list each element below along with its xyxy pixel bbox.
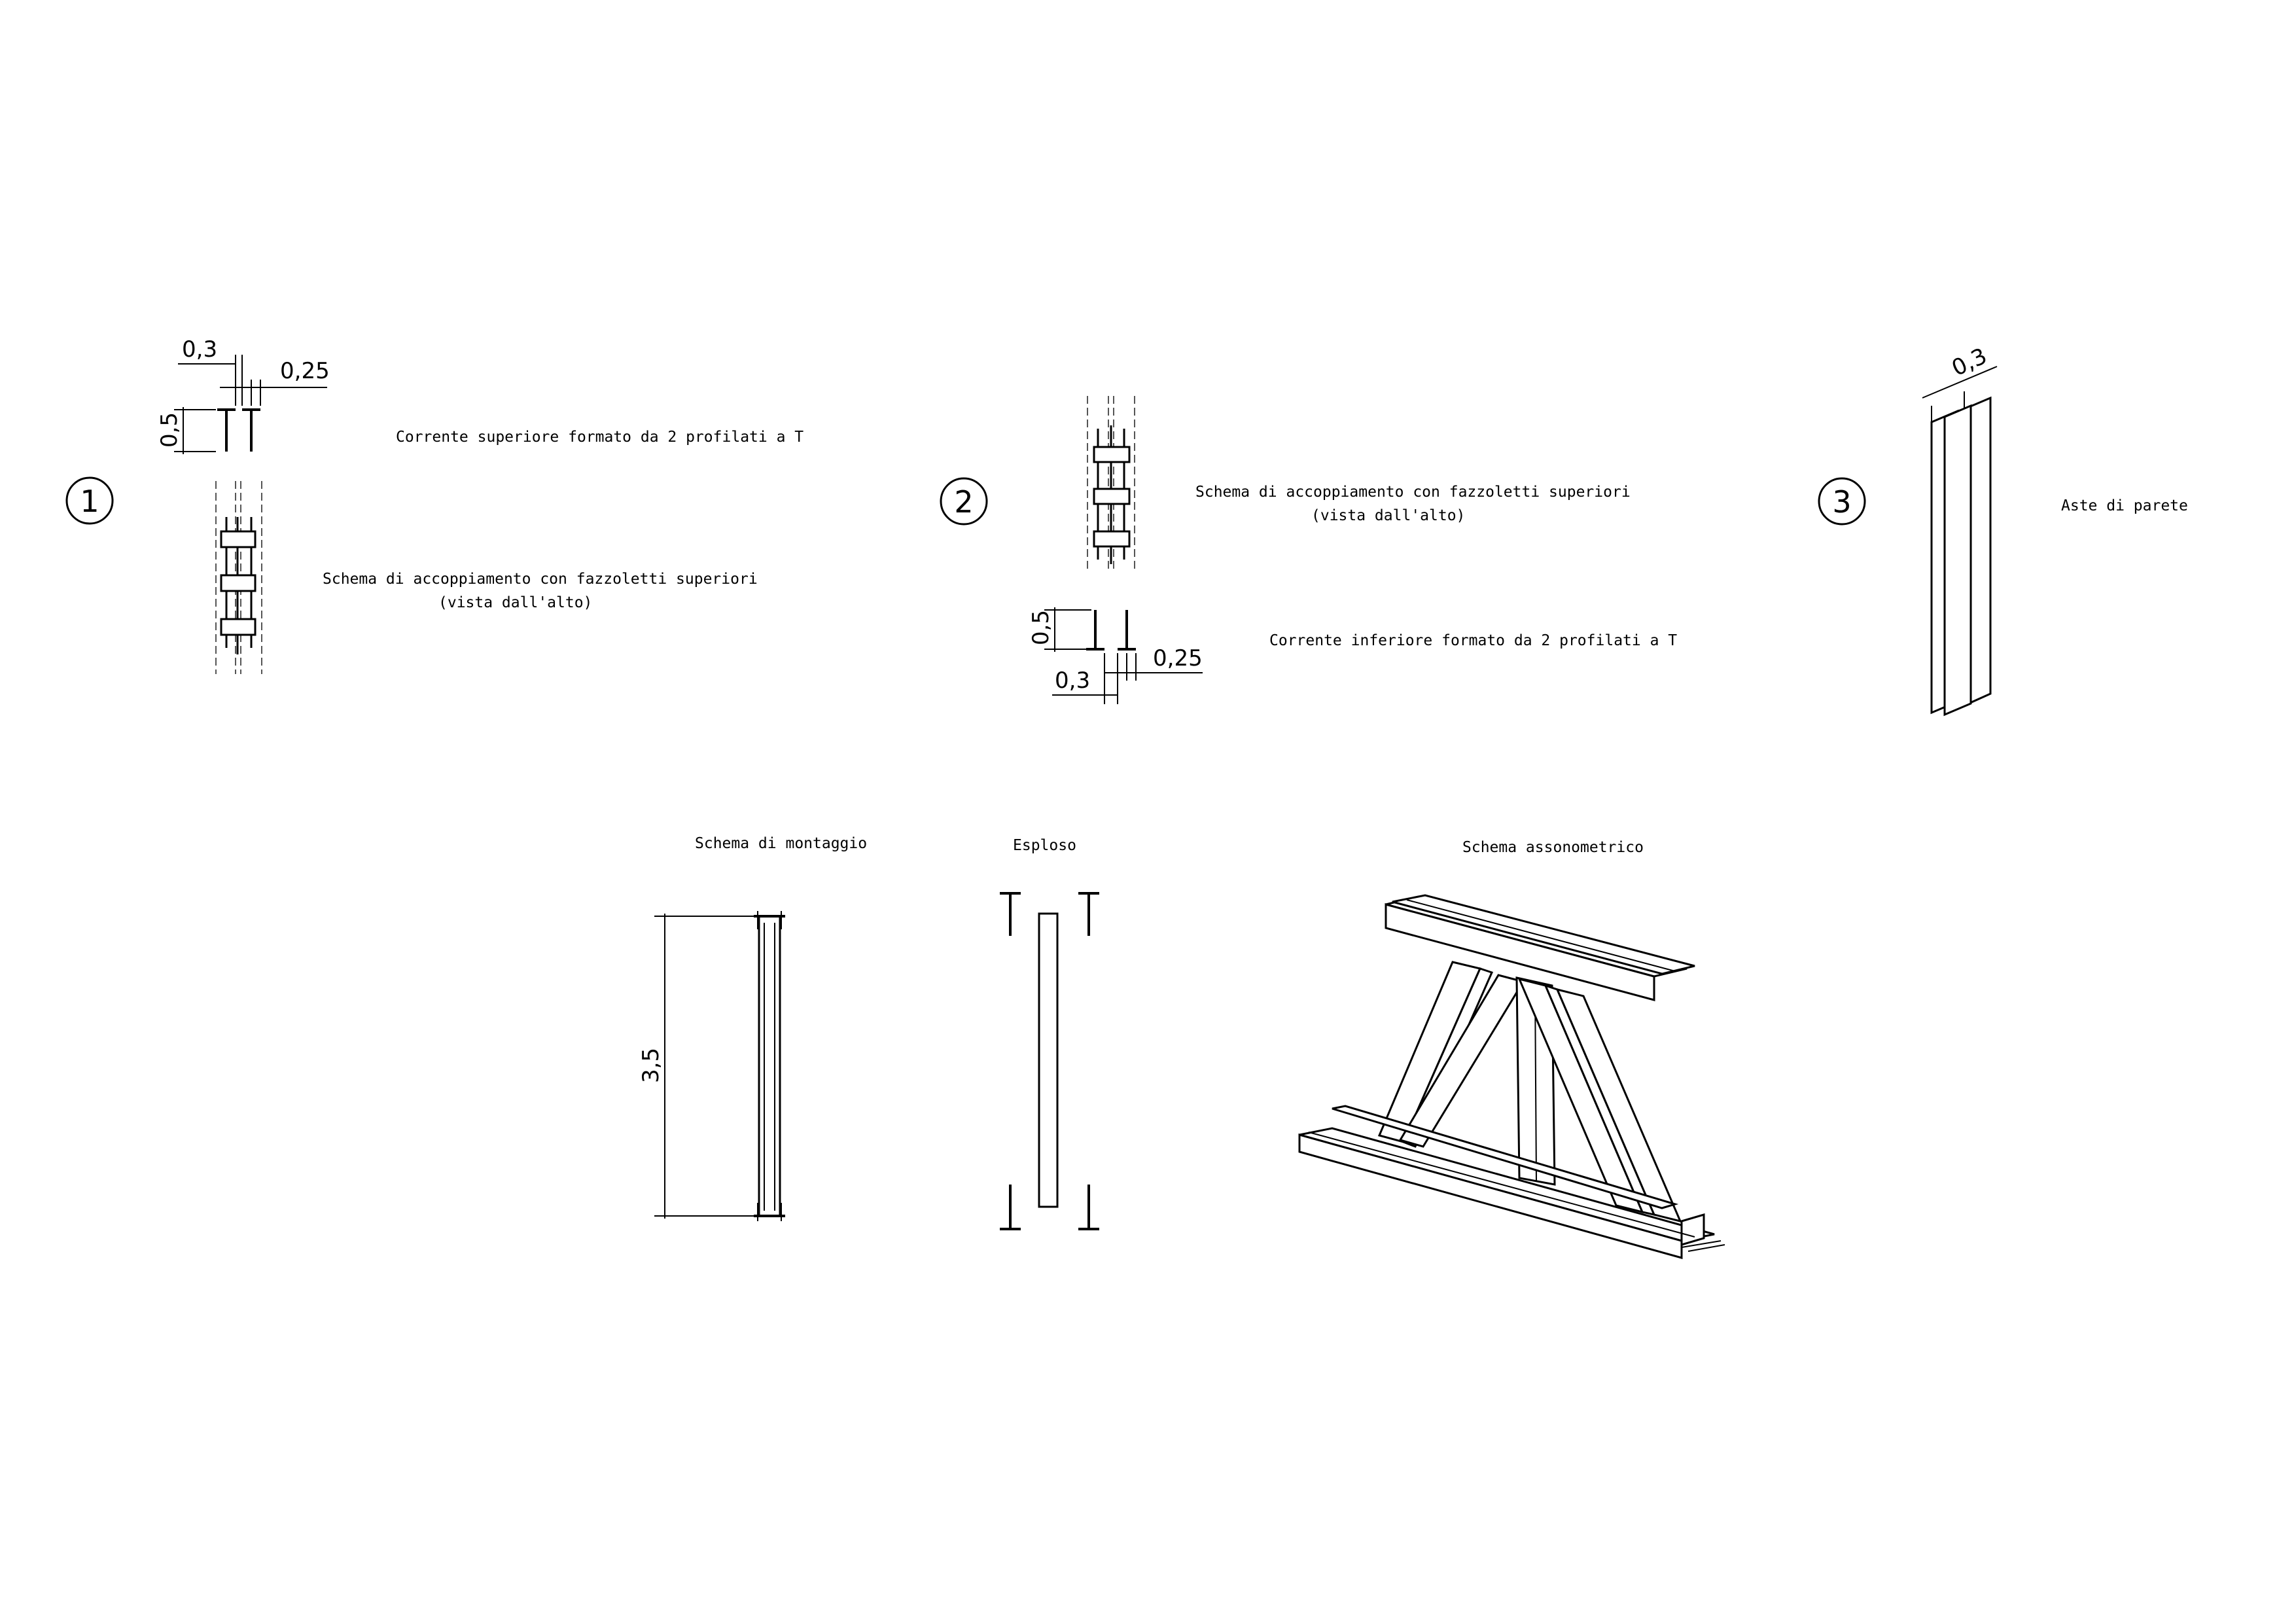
web-member-elevation	[758, 915, 781, 1217]
montaggio-title: Schema di montaggio	[695, 835, 867, 852]
gusset-plate	[220, 618, 256, 636]
detail-1-number: 1	[80, 484, 99, 519]
montaggio-scheme: Schema di montaggio 3,5	[638, 835, 867, 1221]
detail-3-caption: Aste di parete	[2061, 497, 2188, 514]
web-member-exploded	[1038, 912, 1059, 1208]
esploso-title: Esploso	[1013, 837, 1076, 854]
detail-2-number-circle	[940, 477, 988, 526]
detail-2: 2	[940, 396, 1677, 704]
web-member-isometric: 0,3	[1922, 343, 1998, 717]
detail-1-t-section: 0,3 0,25 0,5	[156, 336, 330, 454]
gusset-plate	[1093, 530, 1131, 548]
detail-1-scheme-caption: Schema di accoppiamento con fazzoletti s…	[323, 571, 758, 588]
detail-2-dim-0-3: 0,3	[1055, 668, 1090, 694]
detail-1-dim-0-25: 0,25	[280, 358, 330, 384]
detail-2-plan-view	[1087, 396, 1135, 569]
detail-3-number: 3	[1832, 484, 1851, 520]
detail-1-plan-view	[215, 481, 262, 674]
detail-1-view-caption: (vista dall'alto)	[438, 594, 592, 611]
detail-1-dim-0-3: 0,3	[182, 336, 217, 363]
detail-2-dim-0-5: 0,5	[1028, 610, 1054, 645]
montaggio-dim-3-5: 3,5	[638, 1048, 664, 1083]
gusset-plate	[220, 574, 256, 592]
gusset-plate	[1093, 446, 1131, 463]
detail-2-view-caption: (vista dall'alto)	[1311, 507, 1465, 524]
esploso-scheme: Esploso	[1000, 837, 1099, 1230]
detail-1-number-circle	[65, 476, 114, 525]
detail-3-dim-0-3: 0,3	[1948, 343, 1991, 382]
detail-3: 3 0,3 Aste di parete	[1818, 343, 2188, 717]
detail-2-number: 2	[954, 484, 973, 520]
detail-1-dim-0-5: 0,5	[156, 412, 183, 448]
gusset-plate	[1093, 488, 1131, 505]
detail-1: 1 0,3 0,25 0,5	[65, 336, 804, 674]
axonometric-title: Schema assonometrico	[1462, 839, 1644, 856]
detail-2-dim-0-25: 0,25	[1153, 645, 1203, 671]
detail-2-profile-caption: Corrente inferiore formato da 2 profilat…	[1269, 632, 1677, 649]
detail-2-scheme-caption: Schema di accoppiamento con fazzoletti s…	[1195, 484, 1631, 501]
axonometric-scheme: Schema assonometrico	[1298, 839, 1725, 1259]
detail-3-number-circle	[1818, 477, 1866, 526]
detail-1-profile-caption: Corrente superiore formato da 2 profilat…	[396, 429, 804, 446]
detail-2-t-section: 0,5 0,25 0,3	[1028, 607, 1203, 704]
gusset-plate	[220, 530, 256, 548]
